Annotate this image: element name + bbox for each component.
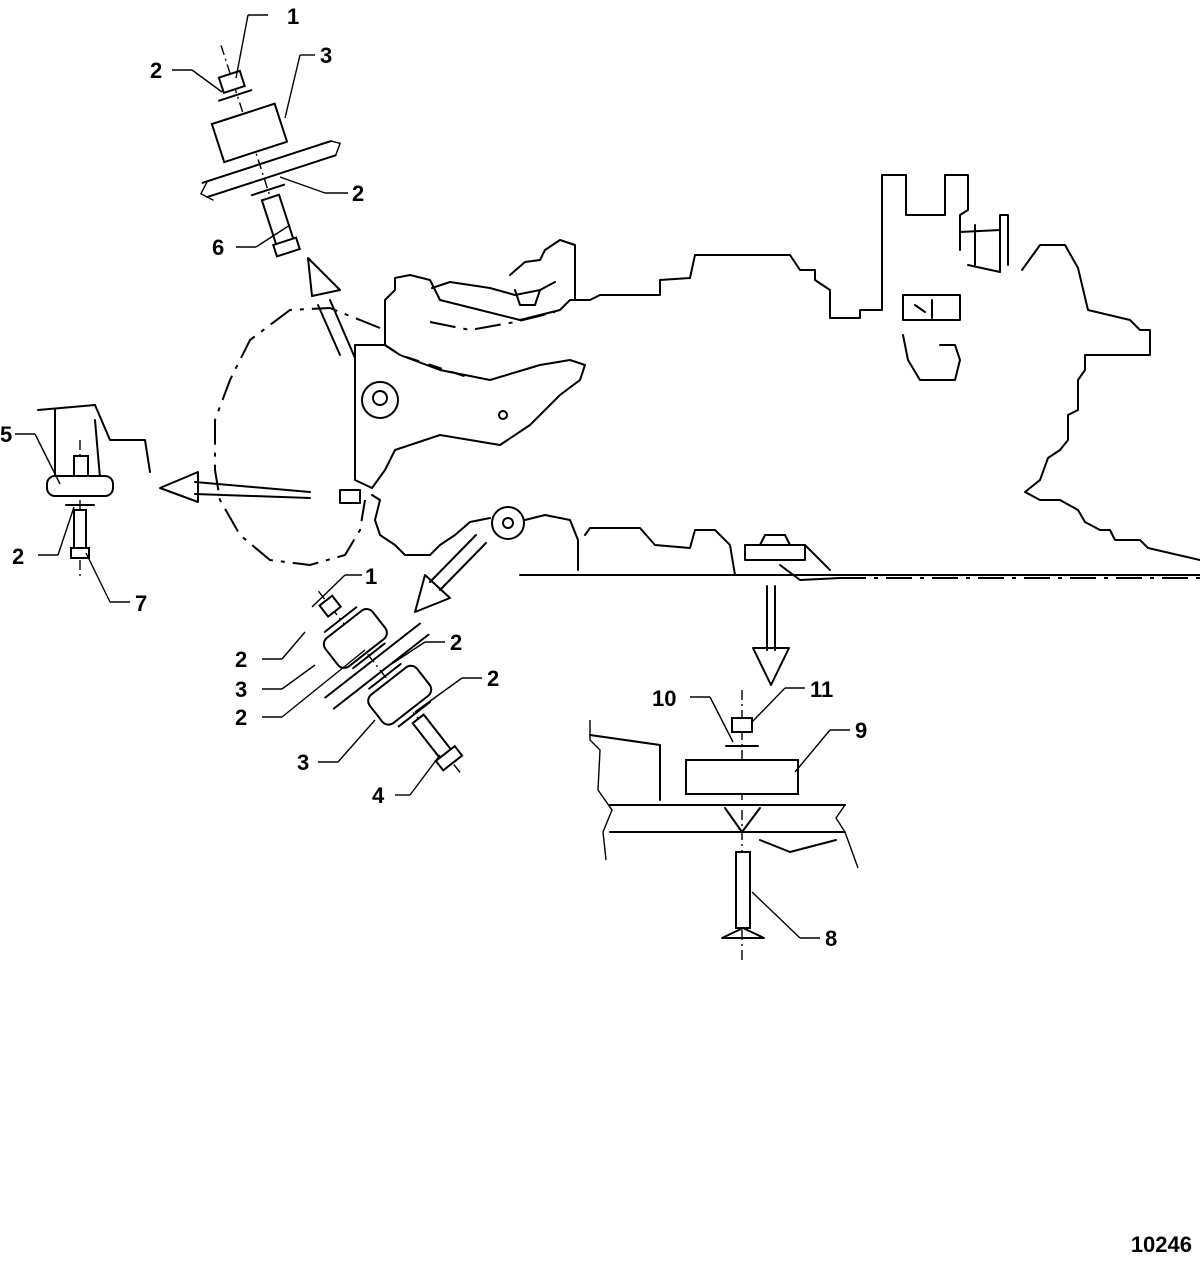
callout-3-center-upper: 3 bbox=[235, 677, 247, 702]
callout-2-top-right: 2 bbox=[352, 181, 364, 206]
callout-2-center-a: 2 bbox=[235, 647, 247, 672]
arrow-down-left-icon bbox=[414, 574, 451, 613]
countersink-seat bbox=[724, 807, 761, 833]
cushion-3-upper bbox=[322, 608, 388, 669]
center-mount-detail: 1 2 2 3 2 2 3 4 bbox=[235, 564, 499, 808]
callout-2-center-d: 2 bbox=[487, 666, 499, 691]
top-mount-detail: 1 2 3 2 6 bbox=[150, 4, 364, 260]
screw-8 bbox=[735, 851, 751, 929]
callout-11: 11 bbox=[810, 677, 833, 702]
arrow-up-icon bbox=[307, 257, 341, 297]
callout-4: 4 bbox=[372, 783, 385, 808]
bolt-7 bbox=[73, 509, 87, 553]
callout-7: 7 bbox=[135, 591, 147, 616]
callout-2-center-b: 2 bbox=[450, 630, 462, 655]
engine-assembly-outline bbox=[214, 174, 1200, 581]
callout-9: 9 bbox=[855, 718, 867, 743]
nut-1 bbox=[217, 69, 246, 95]
figure-number: 10246 bbox=[1130, 1232, 1192, 1257]
explode-arrows bbox=[159, 257, 790, 686]
callout-2-left: 2 bbox=[12, 544, 24, 569]
arrow-down-icon bbox=[752, 647, 790, 686]
callout-3-center-lower: 3 bbox=[297, 750, 309, 775]
cushion-3-lower bbox=[367, 664, 433, 726]
mount-block-9 bbox=[685, 759, 799, 795]
mount-cushion-3 bbox=[210, 102, 289, 164]
callout-6: 6 bbox=[212, 235, 224, 260]
callout-5: 5 bbox=[0, 422, 12, 447]
arrow-left-icon bbox=[159, 471, 199, 503]
callout-3-top: 3 bbox=[320, 43, 332, 68]
callout-2-center-c: 2 bbox=[235, 705, 247, 730]
engine-mount-circle bbox=[361, 381, 399, 419]
nut-1-center bbox=[318, 594, 343, 619]
bolt-6 bbox=[260, 193, 296, 248]
callout-8: 8 bbox=[825, 926, 837, 951]
bolt-head-upper bbox=[73, 455, 89, 477]
center-bracket-plate bbox=[324, 622, 430, 710]
callout-1-top: 1 bbox=[287, 4, 299, 29]
callout-1-center: 1 bbox=[365, 564, 377, 589]
idler-pulley bbox=[491, 506, 525, 540]
bracket-plate bbox=[201, 140, 337, 199]
callout-2-top-left: 2 bbox=[150, 58, 162, 83]
bottom-mount-detail: 10 11 9 8 bbox=[589, 677, 867, 960]
callout-10: 10 bbox=[652, 686, 676, 711]
left-mount-detail: 5 2 7 bbox=[0, 404, 151, 616]
nut-11 bbox=[731, 717, 753, 733]
